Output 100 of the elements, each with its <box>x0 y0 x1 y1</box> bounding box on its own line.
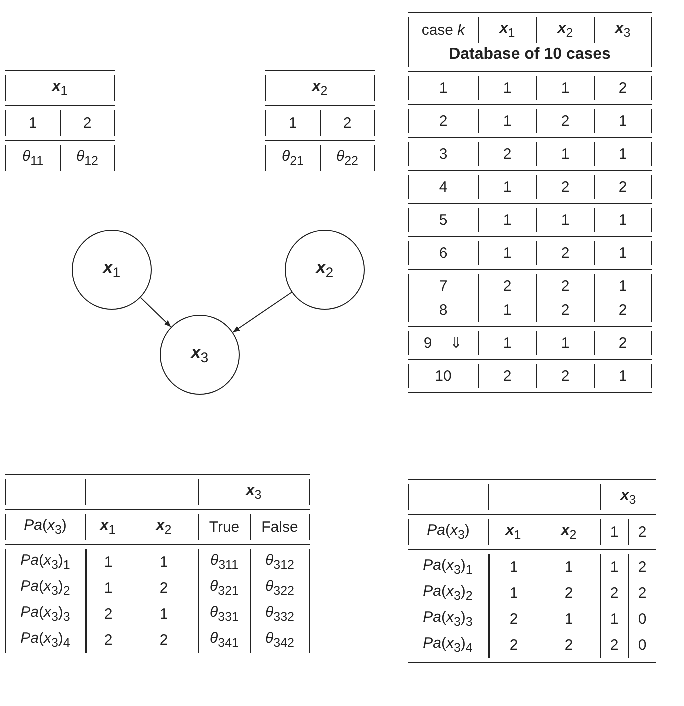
table-value: Pa(x$_{3}$)$_{1}$ <box>20 552 70 569</box>
table-value: θ$_{11}$ <box>22 148 44 165</box>
table-value: 2 <box>561 178 570 196</box>
column-header: x$_{1}$ <box>52 78 68 95</box>
column-header: case k <box>422 22 466 38</box>
table-value: 2 <box>104 606 113 622</box>
table-value: 2 <box>160 632 168 648</box>
table-value: 1 <box>503 302 512 318</box>
table-value: 1 <box>439 80 448 96</box>
table-value: θ$_{322}$ <box>266 578 294 595</box>
table-value: True <box>209 518 240 536</box>
table-value: 1 <box>288 114 298 132</box>
table-value: 1 <box>561 80 570 96</box>
variable-circle: x$_{3}$ <box>160 315 240 395</box>
table-value: 1 <box>561 212 570 228</box>
table-value: 2 <box>561 112 570 130</box>
table-value: 1 <box>510 584 518 602</box>
table-value: 3 <box>439 146 448 162</box>
table-value: 1 <box>503 80 512 96</box>
table-value: 1 <box>503 212 512 228</box>
table-value: 7 <box>439 278 448 294</box>
table-value: θ$_{311}$ <box>210 552 239 569</box>
table-value: 1 <box>618 244 628 262</box>
table-value: 1 <box>618 278 628 294</box>
table-value: 1 <box>610 558 619 576</box>
variable-circle: x$_{1}$ <box>72 230 152 310</box>
table-value: 2 <box>618 178 628 196</box>
case-number: 9 <box>424 335 432 352</box>
table-value: θ$_{12}$ <box>76 148 99 165</box>
table-value: 10 <box>435 368 452 384</box>
table-value: 2 <box>343 114 352 132</box>
table-value: θ$_{312}$ <box>266 552 294 569</box>
table-value: 1 <box>503 178 512 196</box>
table-value: 0 <box>638 636 647 654</box>
variable-circle: x$_{2}$ <box>285 230 365 310</box>
table-value: 1 <box>503 244 512 262</box>
table-value: 2 <box>638 558 647 576</box>
table-value: 2 <box>510 610 518 628</box>
table-value: 1 <box>104 580 113 596</box>
table-value: Pa(x$_{3}$) <box>427 522 470 539</box>
table-value: 1 <box>160 554 168 570</box>
table-value: 1 <box>160 606 168 622</box>
table-value: 2 <box>564 636 574 654</box>
table-value: 2 <box>561 278 570 294</box>
table-value: Pa(x$_{3}$)$_{2}$ <box>423 583 473 600</box>
table-value: 2 <box>561 368 570 384</box>
table-value: 8 <box>439 302 448 318</box>
column-header: x$_{2}$ <box>561 522 577 539</box>
table-value: 1 <box>510 558 518 576</box>
column-header: x$_{3}$ <box>615 20 631 37</box>
table-value: Pa(x$_{3}$) <box>24 517 67 534</box>
column-header: x$_{3}$ <box>246 482 262 499</box>
table-value: 1 <box>503 334 512 352</box>
table-value: θ$_{341}$ <box>210 630 239 647</box>
table-value: 1 <box>618 212 628 228</box>
table-value: 2 <box>618 302 628 318</box>
table-value: 2 <box>510 636 518 654</box>
table-value: Pa(x$_{3}$)$_{1}$ <box>423 557 473 574</box>
table-value: 2 <box>561 244 570 262</box>
table-value: 1 <box>561 146 570 162</box>
table-value: 2 <box>160 580 168 596</box>
table-value: 2 <box>503 368 512 384</box>
table-value: θ$_{321}$ <box>210 578 239 595</box>
column-header: x$_{2}$ <box>312 78 328 95</box>
table-value: False <box>262 518 298 536</box>
table-value: 5 <box>439 212 448 228</box>
table-value: θ$_{331}$ <box>210 604 239 621</box>
table-value: 1 <box>564 558 574 576</box>
table-value: 1 <box>104 554 113 570</box>
column-header: x$_{3}$ <box>620 487 636 504</box>
table-value: θ$_{21}$ <box>282 148 304 165</box>
column-header: x$_{1}$ <box>506 522 522 539</box>
table-value: 2 <box>561 302 570 318</box>
arrow <box>232 292 292 333</box>
table-value: 2 <box>104 632 113 648</box>
table-value: Pa(x$_{3}$)$_{4}$ <box>20 630 70 647</box>
table-value: 0 <box>638 610 647 628</box>
table-value: Pa(x$_{3}$)$_{3}$ <box>423 609 473 626</box>
table-value: Pa(x$_{3}$)$_{4}$ <box>423 635 473 652</box>
arrow-symbol: ⇓ <box>450 335 464 352</box>
table-title: Database of 10 cases <box>449 46 611 63</box>
table-value: Pa(x$_{3}$)$_{2}$ <box>20 578 70 595</box>
table-value: 4 <box>439 178 448 196</box>
table-value: 2 <box>564 584 574 602</box>
table-value: 1 <box>618 146 628 162</box>
table-value: 6 <box>439 244 448 262</box>
table-value: 2 <box>503 278 512 294</box>
arrow <box>140 297 172 328</box>
table-value: 1 <box>503 112 512 130</box>
table-value: 2 <box>83 114 92 132</box>
table-value: θ$_{342}$ <box>266 630 294 647</box>
table-value: 1 <box>28 114 38 132</box>
table-value: 1 <box>610 524 619 540</box>
table-value: 2 <box>638 524 647 540</box>
table-value: 2 <box>618 334 628 352</box>
table-value: 1 <box>618 112 628 130</box>
table-value: 2 <box>503 146 512 162</box>
table-value: 2 <box>638 584 647 602</box>
table-value: 2 <box>610 584 619 602</box>
column-header: x$_{1}$ <box>500 20 516 37</box>
